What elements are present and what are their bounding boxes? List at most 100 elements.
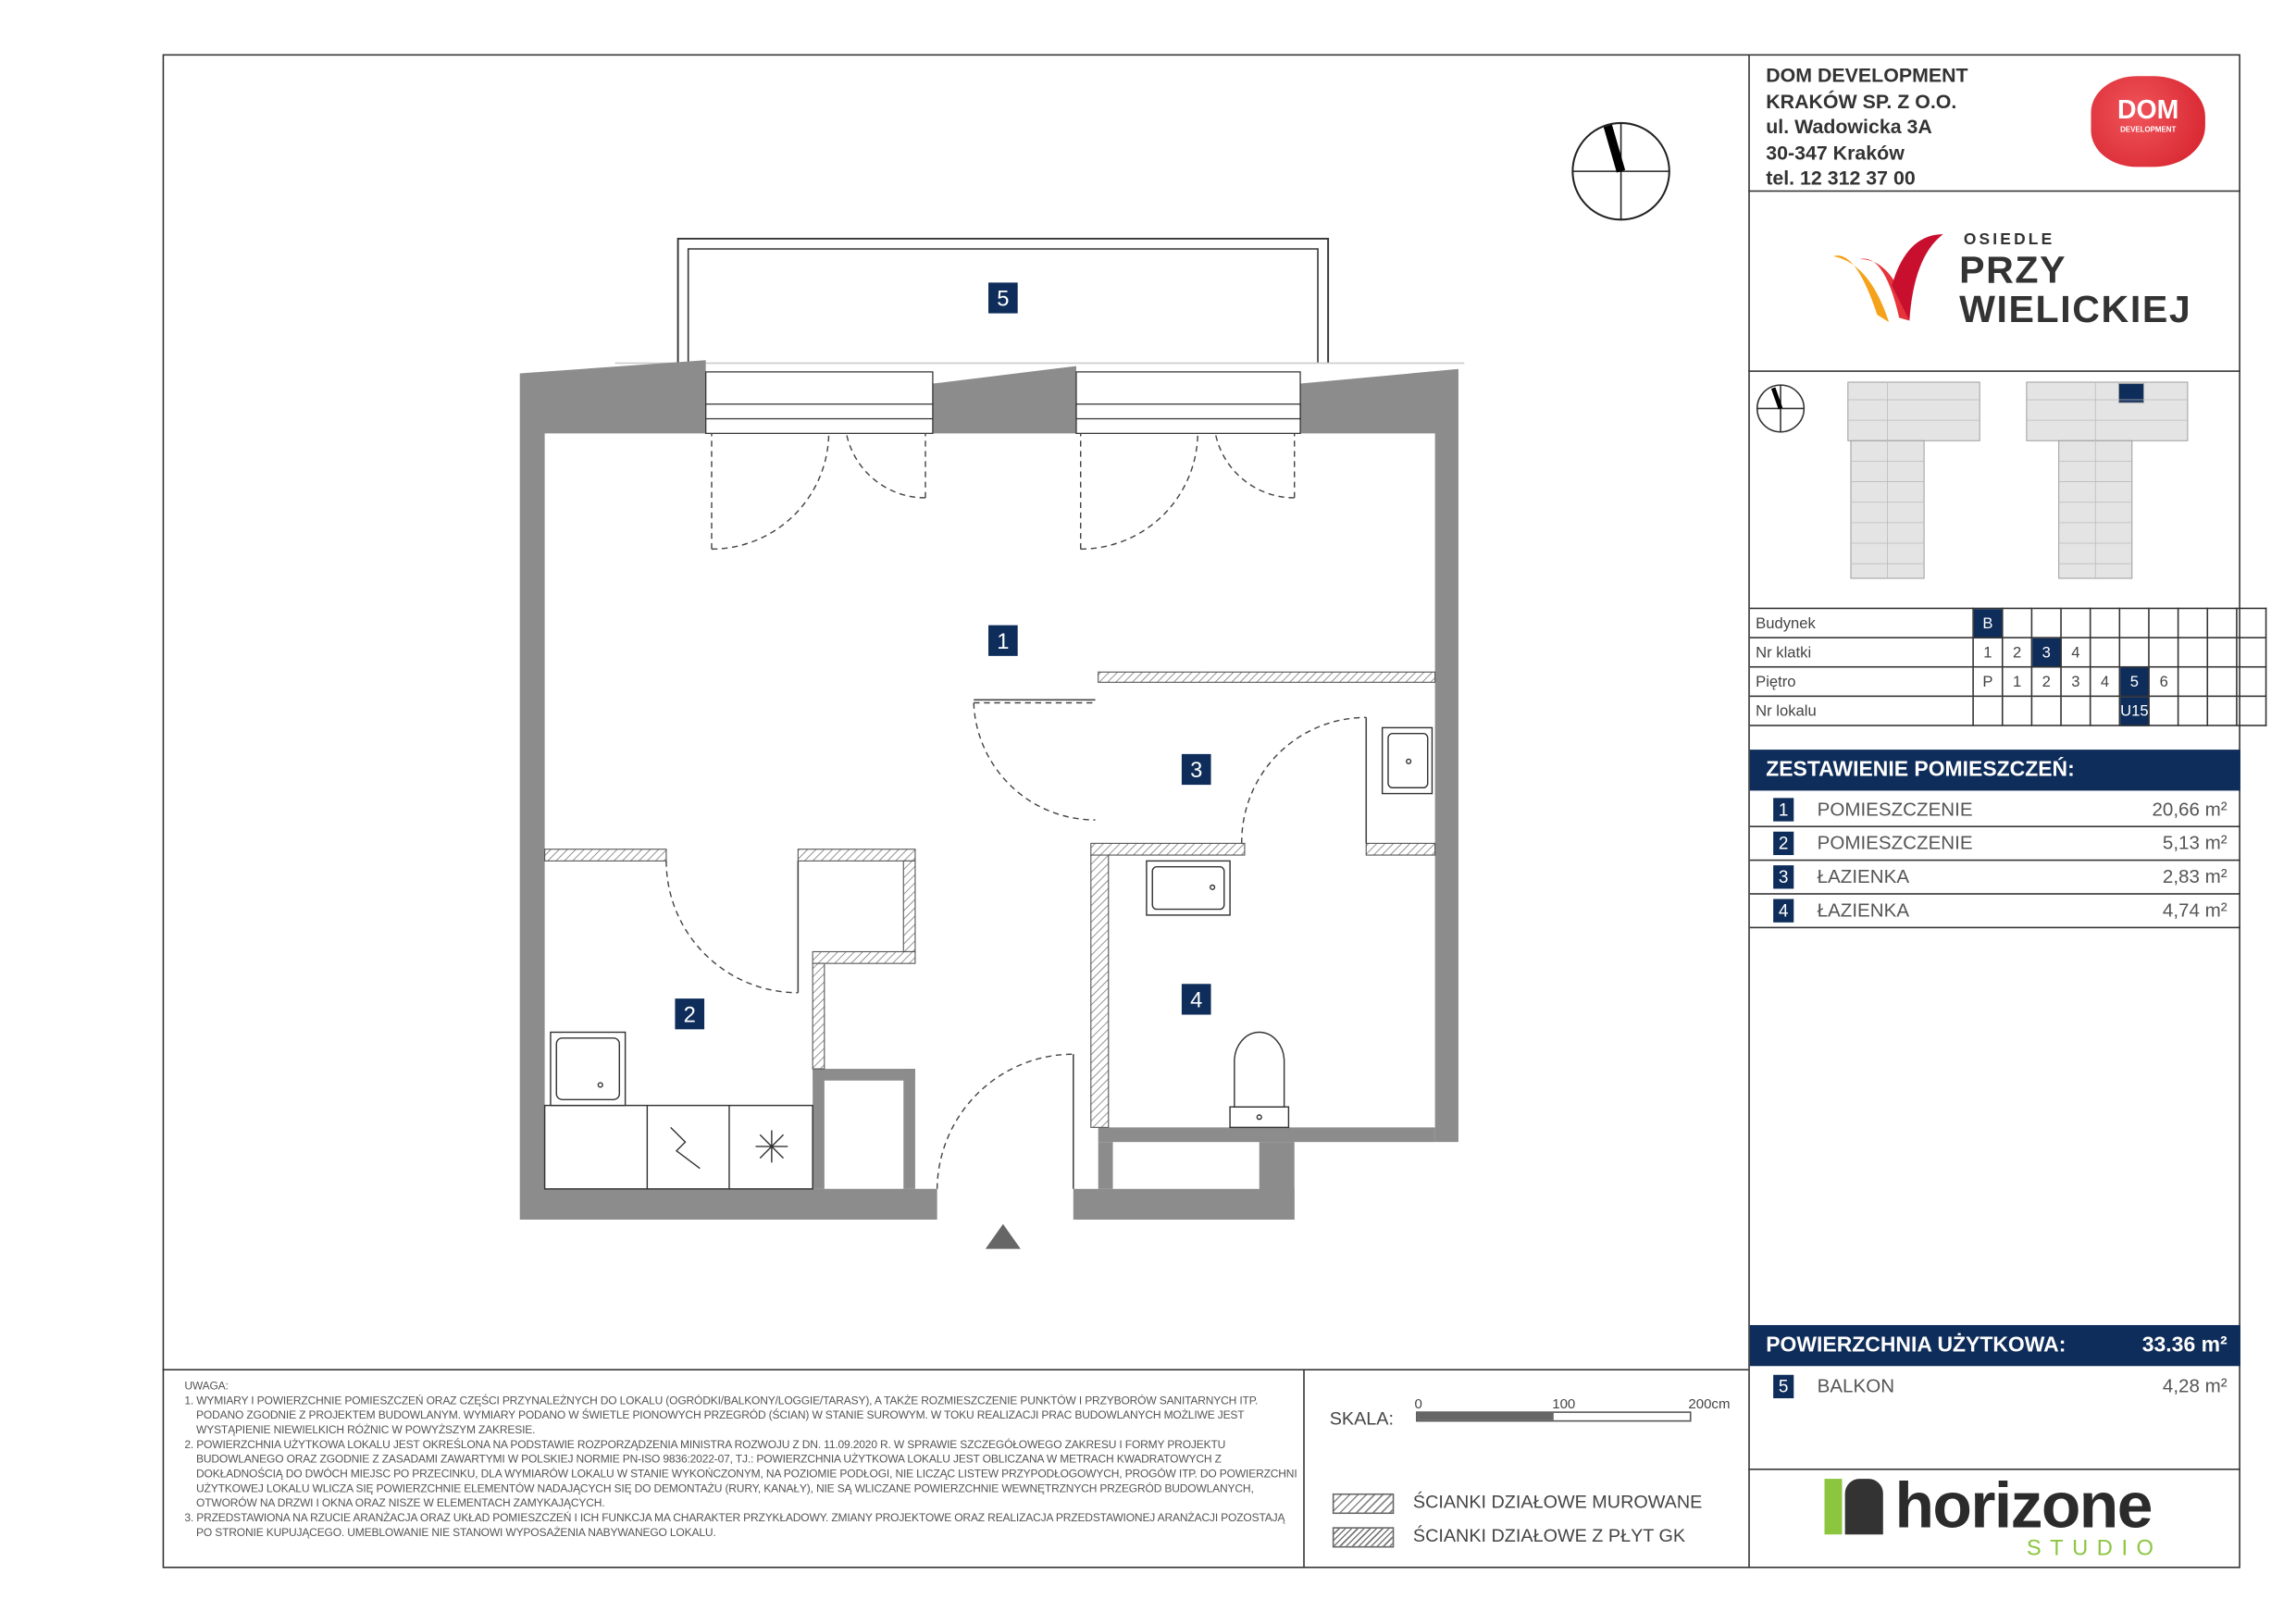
- location-cell: 3: [2060, 665, 2091, 698]
- company-city: 30-347 Kraków: [1766, 141, 1905, 164]
- location-cell: [2236, 607, 2267, 638]
- logo-subtext: DEVELOPMENT: [2120, 126, 2177, 135]
- room-area: 5,13 m²: [2162, 831, 2228, 854]
- location-cell: [2236, 695, 2267, 726]
- location-cell: [1972, 695, 2004, 726]
- divider: [1748, 370, 2240, 372]
- location-cell: [2089, 695, 2121, 726]
- rooms-summary-title: ZESTAWIENIE POMIESZCZEŃ:: [1749, 750, 2240, 791]
- studio-name: horizone: [1894, 1469, 2153, 1543]
- room-name: ŁAZIENKA: [1817, 899, 1910, 922]
- room-label-1: 1: [997, 630, 1009, 654]
- location-cell: [2206, 607, 2239, 638]
- location-cell: [2178, 607, 2209, 638]
- location-cell-selected: U15: [2118, 695, 2151, 726]
- location-cell: 4: [2060, 637, 2091, 668]
- location-cell: [2206, 637, 2239, 668]
- usable-area-bar: POWIERZCHNIA UŻYTKOWA: 33.36 m²: [1749, 1324, 2240, 1367]
- balcony: [614, 237, 1465, 365]
- windows: [705, 371, 1301, 434]
- location-cell: [2030, 695, 2062, 726]
- location-cell: 1: [2001, 665, 2033, 698]
- company-name-2: KRAKÓW SP. Z O.O.: [1766, 90, 1957, 113]
- location-cell: [2148, 607, 2179, 638]
- masonry-hatch-swatch: [1332, 1493, 1395, 1515]
- room-number-badge: 5: [1773, 1374, 1794, 1399]
- room-label-5: 5: [997, 288, 1009, 312]
- osiedle-logo: OSIEDLE PRZY WIELICKIEJ: [1833, 227, 2191, 344]
- room-row: 1 POMIESZCZENIE 20,66 m²: [1749, 792, 2240, 827]
- kitchen-counter: [543, 1104, 813, 1190]
- location-cell: [2236, 665, 2267, 698]
- location-cell: [2089, 607, 2121, 638]
- location-cell: [2060, 607, 2091, 638]
- room-area: 4,74 m²: [2162, 899, 2228, 922]
- room-number-badge: 3: [1773, 865, 1794, 889]
- company-street: ul. Wadowicka 3A: [1766, 115, 1932, 138]
- notes: UWAGA: 1. WYMIARY I POWIERZCHNIE POMIESZ…: [184, 1379, 1297, 1540]
- room-label-2: 2: [684, 1003, 696, 1027]
- room-area: 4,28 m²: [2162, 1374, 2228, 1397]
- note-item: 1. WYMIARY I POWIERZCHNIE POMIESZCZEŃ OR…: [184, 1394, 1259, 1437]
- room-name: ŁAZIENKA: [1817, 865, 1910, 887]
- legend-masonry: ŚCIANKI DZIAŁOWE MUROWANE: [1412, 1492, 1703, 1513]
- room-number-badge: 1: [1773, 798, 1794, 822]
- room-area: 20,66 m²: [2152, 798, 2228, 821]
- location-cell: [2236, 637, 2267, 668]
- location-cell: [2060, 695, 2091, 726]
- door-swings: [665, 433, 1367, 1189]
- room-number-badge: 4: [1773, 899, 1794, 923]
- entrance-marker-icon: [985, 1223, 1021, 1249]
- scale-tick: 100: [1552, 1396, 1576, 1413]
- north-compass-icon: [1571, 121, 1670, 221]
- scale-bar: [1416, 1411, 1692, 1422]
- compass-small-icon: [1756, 384, 1806, 433]
- company-name: DOM DEVELOPMENT: [1766, 64, 1968, 87]
- company-info: DOM DEVELOPMENT KRAKÓW SP. Z O.O. ul. Wa…: [1766, 63, 1967, 191]
- divider: [1748, 190, 2240, 192]
- location-cell-selected: 3: [2030, 637, 2062, 668]
- cooktop-icon: [755, 1130, 788, 1163]
- room-row: 4 ŁAZIENKA 4,74 m²: [1749, 893, 2240, 929]
- floor-plan: 1 2 3 4 5: [519, 121, 1670, 1249]
- apartment-highlight: [2118, 383, 2144, 403]
- w-logo-icon: [1833, 234, 1943, 323]
- key-plan: [1756, 381, 2189, 579]
- company-phone: tel. 12 312 37 00: [1766, 167, 1916, 190]
- room-name: POMIESZCZENIE: [1817, 798, 1973, 821]
- location-cell: [2148, 637, 2179, 668]
- bathroom-sink-icon: [1381, 726, 1433, 795]
- oven-icon: [670, 1126, 701, 1170]
- room-label-3: 3: [1190, 759, 1202, 783]
- legend-drywall: ŚCIANKI DZIAŁOWE Z PŁYT GK: [1412, 1525, 1686, 1546]
- scale-tick: 0: [1414, 1396, 1422, 1413]
- location-cell: [2178, 665, 2209, 698]
- location-cell: [2178, 637, 2209, 668]
- room-number-badge: 2: [1773, 831, 1794, 856]
- location-cell: [2178, 695, 2209, 726]
- drywall-hatch-swatch: [1332, 1527, 1395, 1548]
- logo-mark-icon: [1824, 1479, 1843, 1535]
- partition-walls: [544, 671, 1436, 1128]
- room-area: 2,83 m²: [2162, 865, 2228, 887]
- logo-small-text: OSIEDLE: [1963, 230, 2055, 249]
- room-row: 3 ŁAZIENKA 2,83 m²: [1749, 860, 2240, 895]
- building-thumbnail-right: [2026, 381, 2189, 579]
- note-item: 2. POWIERZCHNIA UŻYTKOWA LOKALU JEST OKR…: [184, 1437, 1297, 1510]
- note-item: 3. PRZEDSTAWIONA NA RZUCIE ARANŻACJA ORA…: [184, 1510, 1285, 1539]
- location-cell: [2089, 637, 2121, 668]
- location-cell: 2: [2001, 637, 2033, 668]
- location-cell: 1: [1972, 637, 2004, 668]
- location-cell: [2206, 695, 2239, 726]
- location-cell: [2148, 695, 2179, 726]
- location-cell: 4: [2089, 665, 2121, 698]
- room-labels: 1 2 3 4 5: [675, 282, 1211, 1030]
- location-cell: [2206, 665, 2239, 698]
- sheet-frame: [162, 54, 2240, 1568]
- logo-mark-icon: [1844, 1479, 1883, 1535]
- scale-tick: 200cm: [1688, 1396, 1731, 1413]
